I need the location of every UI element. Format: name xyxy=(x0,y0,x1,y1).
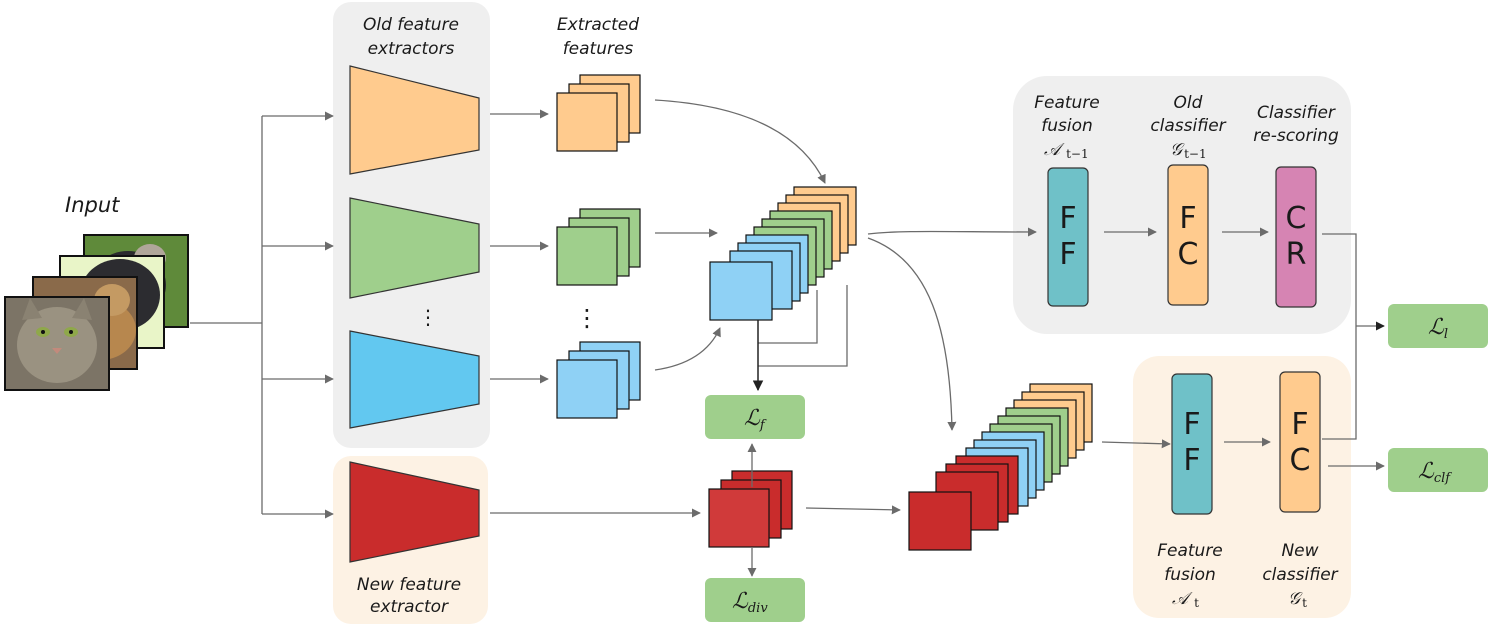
fc-new-text-2: C xyxy=(1290,443,1311,478)
fc-old-caption-2: classifier xyxy=(1150,116,1226,136)
input-label: Input xyxy=(65,193,120,217)
extractor-ellipsis: ⋮ xyxy=(418,305,438,329)
feature-stack-green xyxy=(556,208,641,286)
ff-new-caption-1: Feature xyxy=(1157,541,1223,561)
ff-new-text-1: F xyxy=(1183,407,1200,442)
loss-l-box xyxy=(1388,304,1488,348)
fc-old-caption-1: Old xyxy=(1174,93,1203,113)
cr-caption-1: Classifier xyxy=(1257,103,1336,123)
concat-stack-old xyxy=(709,186,857,321)
loss-div-box xyxy=(705,578,805,622)
ff-old-block xyxy=(1047,167,1089,307)
ff-new-text-2: F xyxy=(1183,443,1200,478)
ff-old-caption-1: Feature xyxy=(1034,93,1100,113)
cr-text-2: R xyxy=(1286,237,1307,272)
ff-new-caption-2: fusion xyxy=(1164,565,1216,585)
feature-stack-blue xyxy=(556,341,641,419)
old-extractors-caption-2: extractors xyxy=(368,39,455,59)
old-extractor-blue xyxy=(349,330,480,429)
fc-new-block xyxy=(1279,371,1321,513)
old-extractors-caption-1: Old feature xyxy=(363,15,459,35)
feature-ellipsis: ⋮ xyxy=(575,304,599,332)
new-extractor-caption-2: extractor xyxy=(370,597,449,617)
fc-new-caption-1: New xyxy=(1281,541,1318,561)
loss-f-box xyxy=(705,395,805,439)
concat-stack-all xyxy=(908,383,1093,551)
loss-l-label: ℒl xyxy=(1428,315,1448,342)
ff-old-caption-2: fusion xyxy=(1041,116,1093,136)
old-extractor-orange xyxy=(349,65,480,175)
fc-old-text-1: F xyxy=(1179,201,1196,236)
loss-div-label: ℒdiv xyxy=(732,589,768,616)
loss-clf-label: ℒclf xyxy=(1418,459,1452,486)
ff-old-text-1: F xyxy=(1059,201,1076,236)
old-extractor-green xyxy=(349,197,480,299)
feature-stack-orange xyxy=(556,74,641,152)
new-extractor-red xyxy=(349,461,480,563)
cat-photo-icon xyxy=(4,296,110,391)
extracted-caption-2: features xyxy=(563,39,634,59)
fc-old-text-2: C xyxy=(1178,237,1199,272)
feature-stack-red xyxy=(708,470,793,548)
fc-new-caption-2: classifier xyxy=(1262,565,1338,585)
cr-block xyxy=(1275,166,1317,308)
fc-old-block xyxy=(1167,164,1209,306)
input-images xyxy=(4,234,189,391)
cr-caption-2: re-scoring xyxy=(1253,126,1339,146)
extracted-caption-1: Extracted xyxy=(557,15,639,35)
ff-new-block xyxy=(1171,373,1213,515)
fc-new-text-1: F xyxy=(1291,407,1308,442)
loss-f-label: ℒf xyxy=(744,406,767,433)
input-branch-lines xyxy=(190,111,334,519)
ff-old-text-2: F xyxy=(1059,237,1076,272)
loss-clf-box xyxy=(1388,448,1488,492)
cr-text-1: C xyxy=(1286,201,1307,236)
new-extractor-caption-1: New feature xyxy=(357,575,461,595)
